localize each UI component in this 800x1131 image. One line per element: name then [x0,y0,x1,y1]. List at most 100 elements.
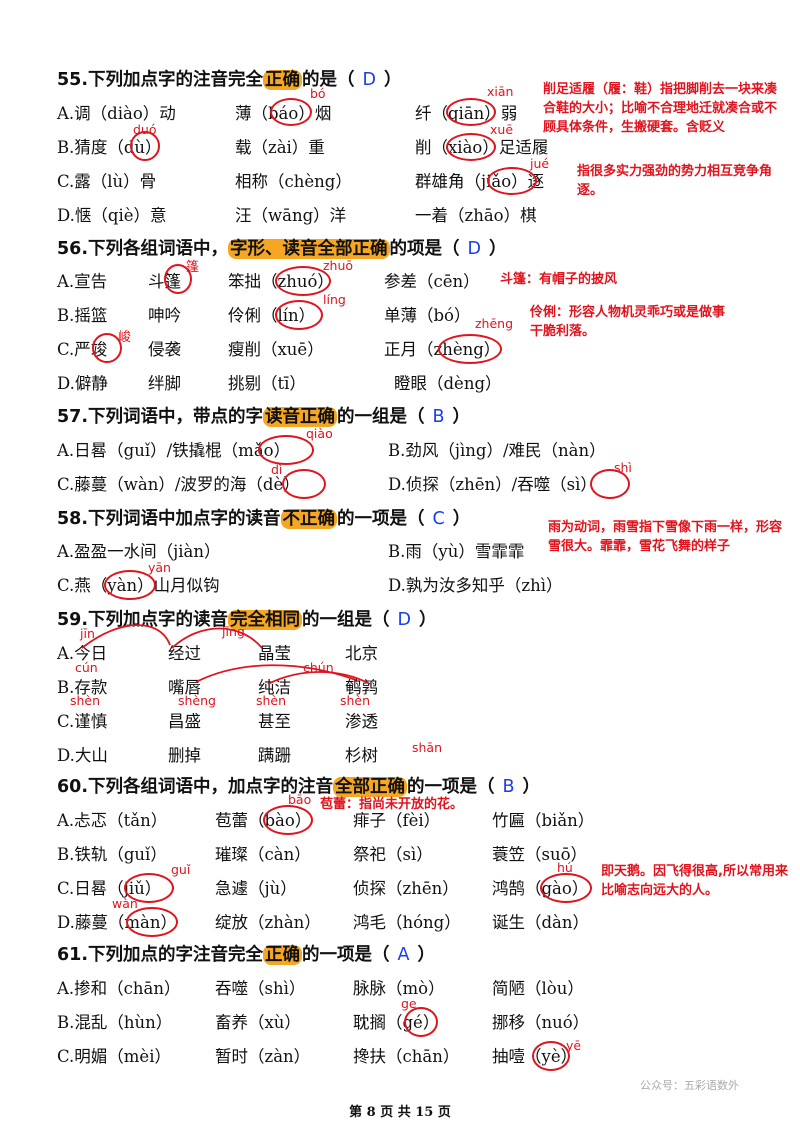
q56-a4: 参差（cēn） [384,272,480,291]
q59-option-b: B.存款 [57,678,108,697]
q60-b2: 璀璨（càn） [215,845,311,864]
q59-mark: shèn [70,693,101,708]
q57-option-d: D.侦探（zhēn）/吞噬（sì） [388,475,597,494]
q55-option-d: D.惬（qiè）意 [57,206,167,225]
q55-title: 55.下列加点字的注音完全正确的是（D） [57,70,402,90]
q56-note-2: 伶俐：形容人物机灵乖巧或是做事干脆利落。 [530,305,726,339]
annotation-circle [487,167,537,195]
q55-mark: xuē [490,122,514,137]
q59-c2: 昌盛 [168,712,201,731]
annotation-circle [126,907,178,937]
annotation-circle [275,300,323,330]
q61-c3: 搀扶（chān） [353,1047,460,1066]
q61-mark: yē [566,1038,582,1053]
q59-d2: 删掉 [168,746,201,765]
q60-mark: hú [557,860,573,875]
q55-note-1: 削足适履（履：鞋）指把脚削去一块来凑合鞋的大小；比喻不合理地迁就凑合或不顾具体条… [543,82,778,135]
annotation-circle [270,98,312,126]
q61-option-b: B.混乱（hùn） [57,1013,173,1032]
q60-c3: 侦探（zhēn） [353,879,459,898]
q60-mark: bāo [288,792,312,807]
q58-option-a: A.盈盈一水间（jiàn） [57,542,221,561]
q59-mark: cún [75,660,98,675]
q59-mark: shèng [178,693,216,708]
q56-d3: 挑剔（tī） [228,374,306,393]
q55-d3: 一着（zhāo）棋 [415,206,537,225]
annotation-circle [446,98,496,126]
q60-answer: B [502,777,515,797]
q56-b4: 单薄（bó） [384,306,471,325]
q60-d3: 鸿毛（hóng） [353,913,461,932]
annotation-circle [130,131,160,161]
q56-answer: D [467,239,481,259]
annotation-circle [404,1007,438,1037]
q59-c3: 甚至 [258,712,291,731]
q59-mark: shèn [340,693,371,708]
q56-c2: 侵袭 [148,340,181,359]
q60-option-a: A.忐忑（tǎn） [57,811,168,830]
q55-mark: jué [530,156,550,171]
annotation-circle [104,570,156,600]
q56-mark: zhuō [323,258,354,273]
q56-option-a: A.宣告 [57,272,108,291]
q55-mark: xiān [487,84,514,99]
q60-a3: 痱子（fèi） [353,811,441,830]
q57-title: 57.下列词语中，带点的字读音正确的一组是（B） [57,407,471,427]
annotation-circle [540,873,592,903]
q56-mark: 峻 [118,330,132,345]
q56-note-1: 斗篷：有帽子的披风 [500,272,618,287]
q60-b4: 蓑笠（suō） [492,845,588,864]
q59-b2: 嘴唇 [168,678,201,697]
q60-note-1: 苞蕾：指尚未开放的花。 [320,797,464,812]
annotation-circle [263,805,313,835]
annotation-circle [124,873,174,903]
q56-c3: 瘦削（xuē） [228,340,324,359]
q56-mark: líng [323,292,346,307]
q59-a4: 北京 [345,644,378,663]
q59-option-a: A.今日 [57,644,108,663]
q58-option-b: B.雨（yù）雪霏霏 [388,542,525,561]
q60-a4: 竹匾（biǎn） [492,811,595,830]
q56-b2: 呻吟 [148,306,181,325]
q61-c2: 暂时（zàn） [215,1047,311,1066]
q59-answer: D [397,610,411,630]
q58-option-d: D.孰为汝多知乎（zhì） [388,576,563,595]
q59-mark: jīng [222,624,245,639]
q61-answer: A [397,945,410,965]
q56-mark: zhēng [475,316,514,331]
q60-d2: 绽放（zhàn） [215,913,321,932]
q60-mark: wàn [112,896,138,911]
q61-title: 61.下列加点的字注音完全正确的一项是（A） [57,945,435,965]
q58-mark: yān [148,560,171,575]
q59-option-c: C.谨慎 [57,712,108,731]
q59-c4: 渗透 [345,712,378,731]
q58-note-1: 雨为动词，雨雪指下雪像下雨一样，形容雪很大。霏霏，雪花飞舞的样子 [548,520,783,554]
annotation-circle [438,334,502,364]
q55-answer: D [362,70,376,90]
q61-b2: 畜养（xù） [215,1013,301,1032]
q59-a2: 经过 [168,644,201,663]
q60-option-b: B.铁轨（guǐ） [57,845,167,864]
q61-a2: 吞噬（shì） [215,979,306,998]
q61-a4: 简陋（lòu） [492,979,584,998]
q60-b3: 祭祀（sì） [353,845,433,864]
q56-d4: 瞪眼（dèng） [394,374,502,393]
q59-title: 59.下列加点字的读音完全相同的一组是（D） [57,610,437,630]
q61-b4: 挪移（nuó） [492,1013,590,1032]
annotation-circle [275,266,331,296]
q61-a3: 脉脉（mò） [353,979,445,998]
q60-mark: guǐ [171,862,191,877]
q59-a3: 晶莹 [258,644,291,663]
annotation-circle [446,133,496,161]
q59-option-d: D.大山 [57,746,108,765]
q60-note-2: 即天鹅。因飞得很高,所以常用来比喻志向远大的人。 [601,864,788,898]
q60-d4: 诞生（dàn） [492,913,590,932]
q57-answer: B [432,407,445,427]
page-footer: 第 8 页 共 15 页 [349,1105,451,1120]
q57-option-a: A.日晷（guǐ）/铁撬棍（mǎo） [57,441,291,460]
annotation-circle [532,1041,570,1071]
q55-note-2: 指很多实力强劲的势力相互竞争角逐。 [577,164,773,198]
q58-title: 58.下列词语中加点字的读音不正确的一项是（C） [57,509,471,529]
q59-mark: jīn [80,626,95,641]
q59-mark: shèn [256,693,287,708]
